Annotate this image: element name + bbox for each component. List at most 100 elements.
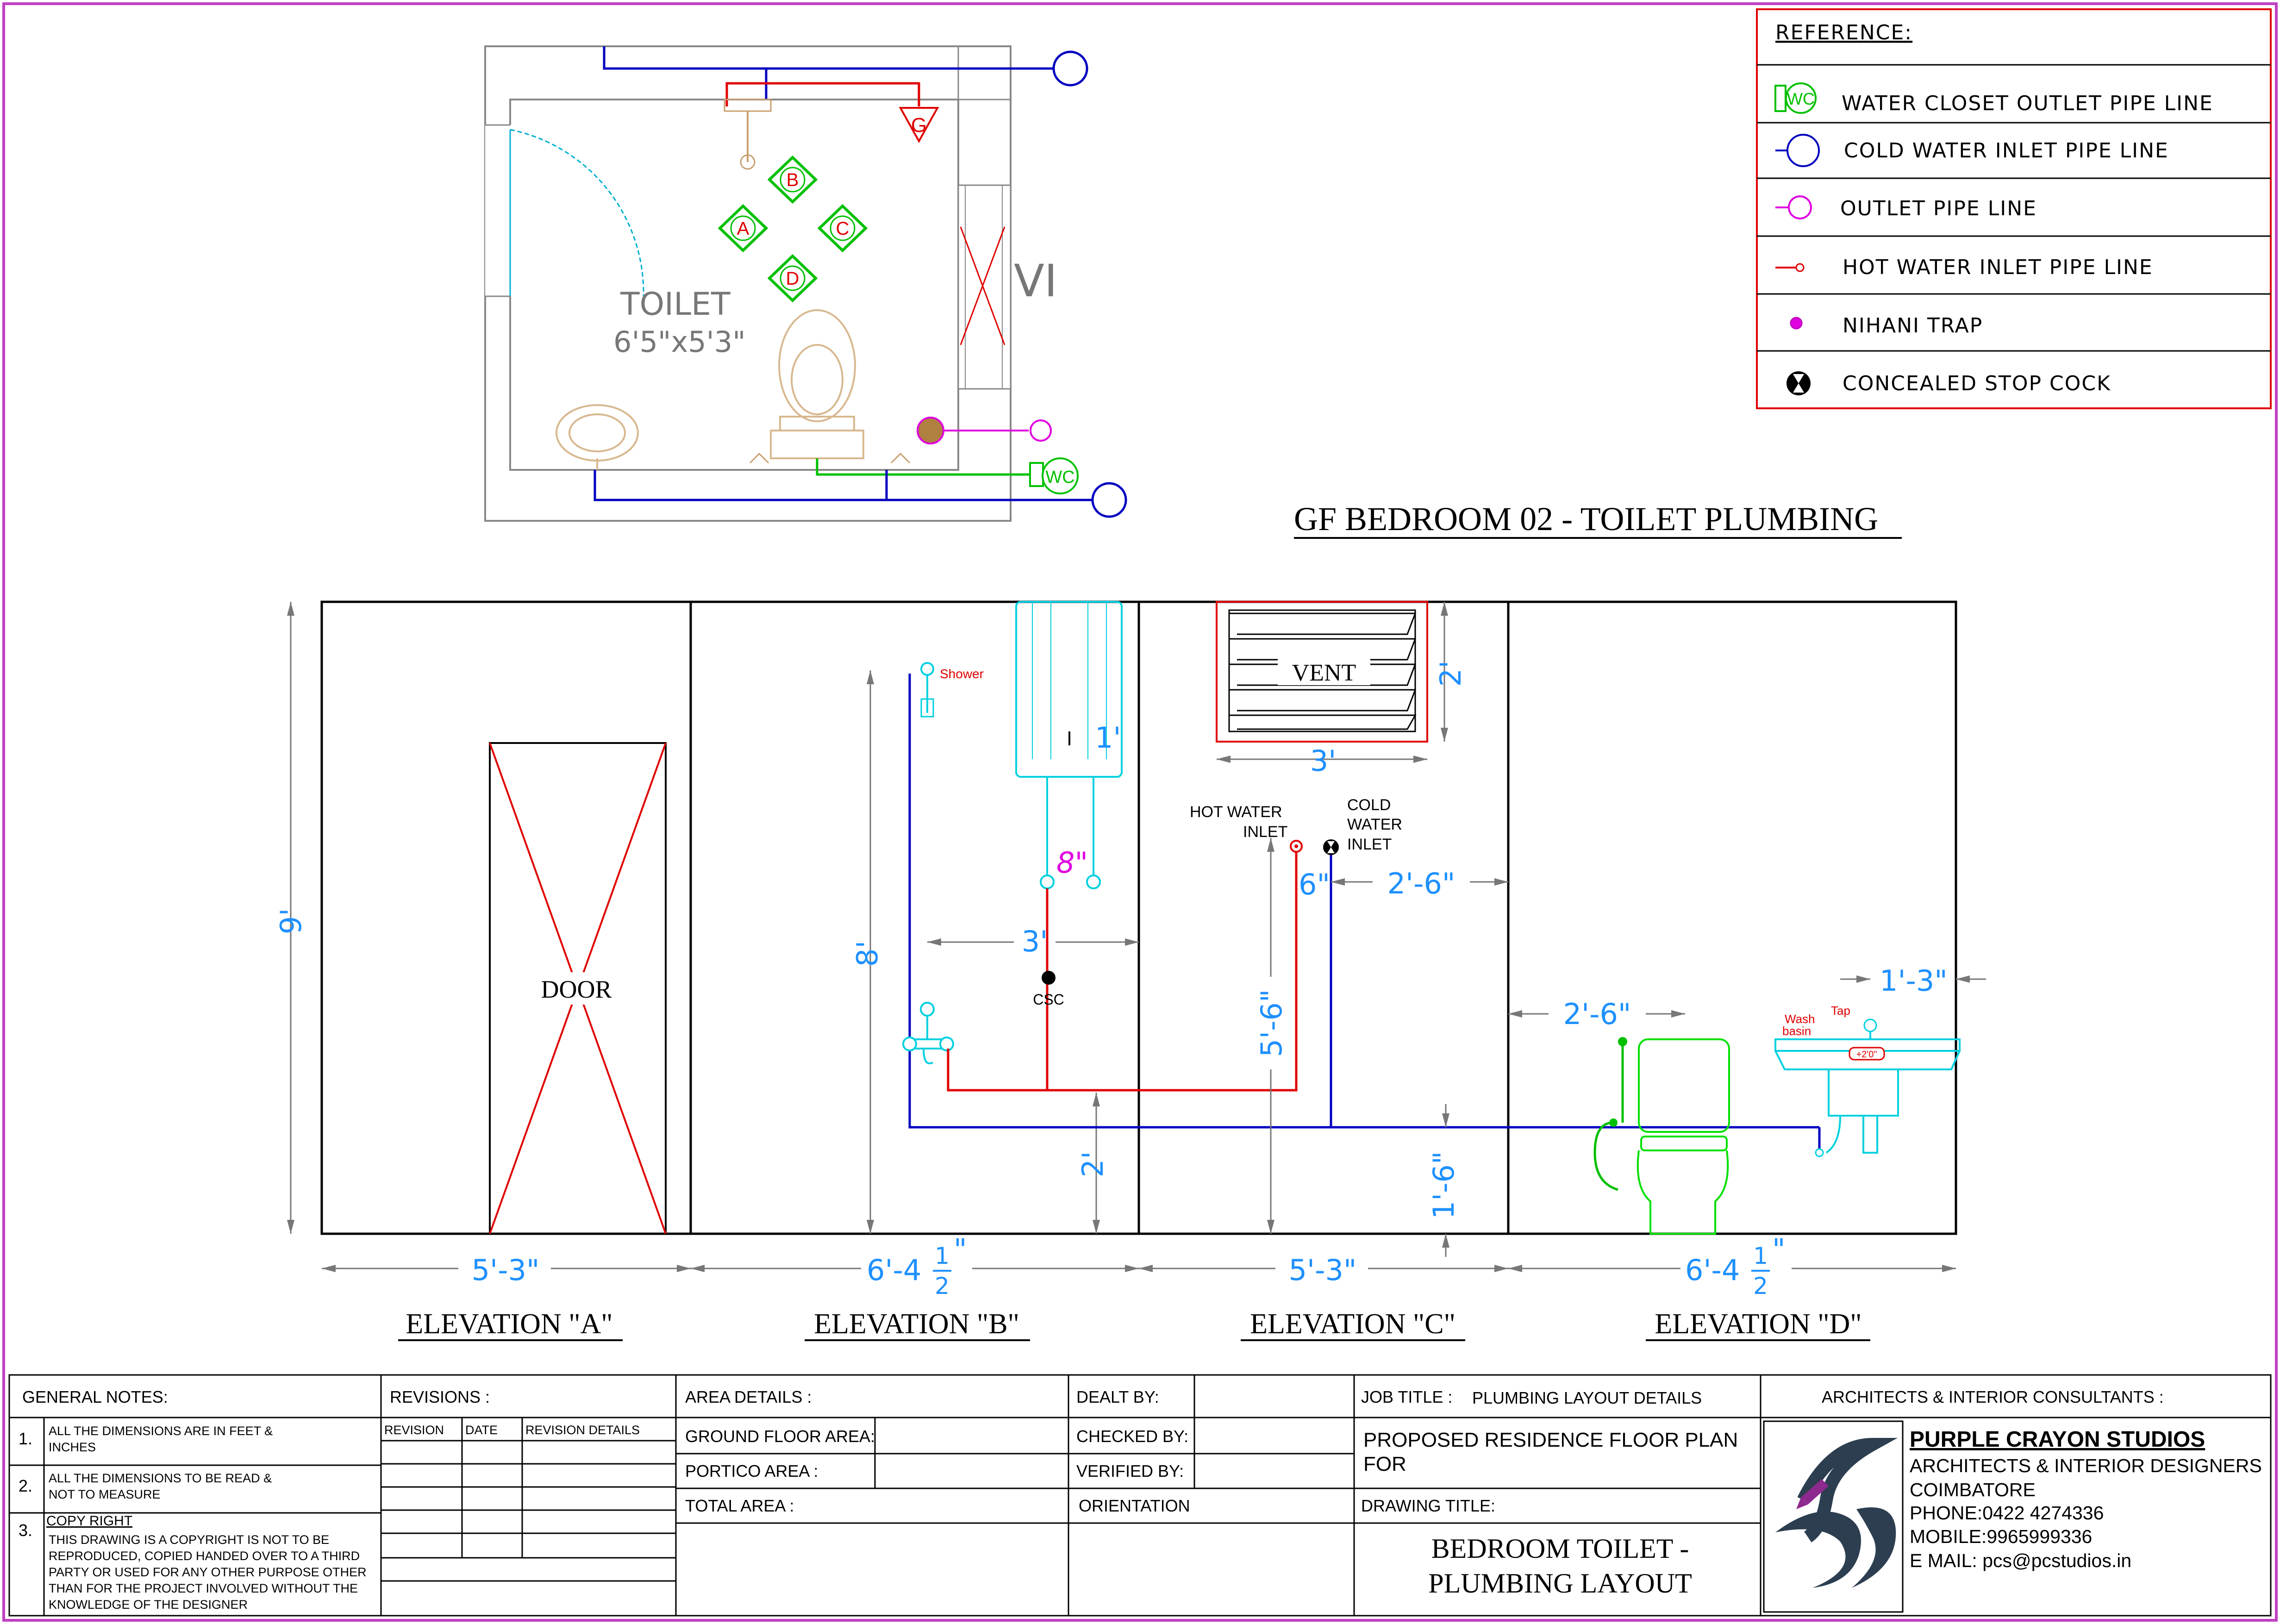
note-text: REPRODUCED, COPIED HANDED OVER TO A THIR… bbox=[49, 1549, 360, 1563]
elevation-height: 9' bbox=[274, 908, 308, 935]
elevation-d-frac-num: 1 bbox=[1753, 1243, 1768, 1269]
shower-label: Shower bbox=[940, 667, 984, 681]
cold-inlet-label-2: WATER bbox=[1347, 816, 1402, 833]
marker-b: B bbox=[767, 155, 818, 204]
total-area: TOTAL AREA : bbox=[685, 1496, 794, 1515]
legend-label: NIHANI TRAP bbox=[1843, 314, 1983, 337]
general-notes-heading: GENERAL NOTES: bbox=[22, 1387, 168, 1406]
vent-label: VENT bbox=[1292, 660, 1356, 686]
geyser-marker: G bbox=[911, 114, 927, 137]
note-number: 3. bbox=[19, 1521, 32, 1540]
wc-offset-dim: 2'-6" bbox=[1563, 997, 1631, 1031]
csc-label: CSC bbox=[1033, 991, 1064, 1008]
window-label: VI bbox=[1014, 255, 1057, 307]
cold-inlet-label: COLD bbox=[1347, 796, 1391, 814]
nihani-trap-icon bbox=[1790, 317, 1803, 330]
note-text: THAN FOR THE PROJECT INVOLVED WITHOUT TH… bbox=[49, 1581, 358, 1595]
tap-label: Tap bbox=[1831, 1004, 1850, 1018]
inlet-offset-dim: 2'-6" bbox=[1387, 867, 1455, 900]
legend-label: OUTLET PIPE LINE bbox=[1840, 197, 2037, 220]
cold-water-inlet-icon bbox=[1052, 50, 1088, 87]
note-text: THIS DRAWING IS A COPYRIGHT IS NOT TO BE bbox=[49, 1533, 329, 1547]
cold-water-inlet-icon bbox=[1091, 482, 1127, 518]
legend-label: WATER CLOSET OUTLET PIPE LINE bbox=[1842, 92, 2213, 115]
area-details: AREA DETAILS : bbox=[685, 1387, 812, 1406]
title-block bbox=[8, 1374, 2272, 1617]
ground-floor-area: GROUND FLOOR AREA: bbox=[685, 1427, 875, 1446]
portico-area: PORTICO AREA : bbox=[685, 1462, 818, 1480]
job-title: PLUMBING LAYOUT DETAILS bbox=[1472, 1388, 1702, 1407]
note-text: PARTY OR USED FOR ANY OTHER PURPOSE OTHE… bbox=[49, 1565, 367, 1579]
company-mobile: MOBILE:9965999336 bbox=[1910, 1526, 2092, 1547]
wash-label-2: basin bbox=[1782, 1024, 1811, 1038]
cold-water-inlet-icon bbox=[1787, 134, 1820, 167]
revision-details-col: REVISION DETAILS bbox=[525, 1423, 640, 1437]
reference-legend: REFERENCE: WC WATER CLOSET OUTLET PIPE L… bbox=[1756, 8, 2272, 409]
room-size: 6'5"x5'3" bbox=[613, 325, 746, 359]
plan-wash-basin bbox=[556, 404, 639, 470]
concealed-stop-cock-icon bbox=[1787, 371, 1811, 395]
svg-text:D: D bbox=[786, 269, 800, 289]
marker-d: D bbox=[767, 254, 818, 303]
orientation: ORIENTATION bbox=[1079, 1496, 1190, 1515]
pipe-gap-dim: 8" bbox=[1056, 846, 1088, 880]
elevation-b-frac-num: 1 bbox=[935, 1243, 949, 1269]
mixer-height-dim: 2' bbox=[1076, 1151, 1110, 1178]
company-email: E MAIL: pcs@pcstudios.in bbox=[1910, 1550, 2131, 1571]
elevations: 9' DOOR Shower 1' 8" 8' bbox=[274, 600, 1986, 1341]
legend-label: HOT WATER INLET PIPE LINE bbox=[1843, 256, 2153, 279]
marker-a: A bbox=[718, 204, 768, 253]
job-title-label: JOB TITLE : bbox=[1361, 1387, 1452, 1406]
note-number: 2. bbox=[19, 1476, 32, 1495]
hot-water-inlet-icon bbox=[1795, 263, 1805, 272]
door-label: DOOR bbox=[541, 975, 612, 1003]
verified-by: VERIFIED BY: bbox=[1076, 1462, 1184, 1480]
elevation-d-frac-tail: " bbox=[1772, 1232, 1786, 1266]
company-name: PURPLE CRAYON STUDIOS bbox=[1910, 1427, 2205, 1452]
elevation-c-title: ELEVATION "C" bbox=[1250, 1308, 1455, 1340]
drawing-title-line-1: BEDROOM TOILET - bbox=[1431, 1533, 1689, 1564]
elevation-a-width: 5'-3" bbox=[472, 1253, 540, 1287]
geyser-marker-icon bbox=[899, 107, 939, 144]
company-city: COIMBATORE bbox=[1910, 1479, 2036, 1500]
wc-outlet-icon bbox=[1785, 82, 1817, 114]
note-number: 1. bbox=[19, 1429, 32, 1448]
vent-width-dim: 3' bbox=[1310, 744, 1337, 778]
elevation-d-frac-den: 2 bbox=[1753, 1273, 1768, 1299]
svg-text:A: A bbox=[737, 219, 750, 239]
legend-label: COLD WATER INLET PIPE LINE bbox=[1844, 139, 2169, 162]
wc-label: WC bbox=[1045, 468, 1074, 487]
pipe-height-dim: 1'-6" bbox=[1427, 1151, 1461, 1219]
cold-inlet-label-3: INLET bbox=[1347, 836, 1392, 853]
note-heading: COPY RIGHT bbox=[46, 1513, 132, 1529]
checked-by: CHECKED BY: bbox=[1076, 1427, 1188, 1446]
note-text: NOT TO MEASURE bbox=[49, 1487, 161, 1501]
reference-title: REFERENCE: bbox=[1775, 21, 1912, 44]
project-name: PROPOSED RESIDENCE FLOOR PLAN bbox=[1363, 1429, 1738, 1451]
mixer-offset-dim: 3' bbox=[1022, 924, 1048, 958]
company-phone: PHONE:0422 4274336 bbox=[1910, 1502, 2104, 1524]
svg-text:C: C bbox=[836, 219, 850, 239]
elevation-d-width: 6'-4 bbox=[1685, 1253, 1740, 1287]
wash-basin-elevation bbox=[1774, 1038, 1961, 1154]
room-name: TOILET bbox=[620, 286, 731, 323]
note-text: ALL THE DIMENSIONS ARE IN FEET & bbox=[49, 1424, 273, 1438]
marker-c: C bbox=[817, 204, 868, 253]
elevation-b-frac-tail: " bbox=[954, 1232, 967, 1266]
concealed-stop-cock-icon bbox=[1323, 839, 1339, 855]
plan-wc-fixture bbox=[770, 309, 864, 459]
date-col: DATE bbox=[465, 1423, 498, 1437]
title-block-text: GENERAL NOTES: 1. ALL THE DIMENSIONS ARE… bbox=[19, 1387, 2262, 1612]
svg-text:WC: WC bbox=[1787, 89, 1815, 108]
basin-level: +2'0" bbox=[1856, 1049, 1877, 1060]
elevation-b-width: 6'-4 bbox=[867, 1253, 921, 1287]
elevation-a-title: ELEVATION "A" bbox=[406, 1308, 612, 1340]
company-subtitle: ARCHITECTS & INTERIOR DESIGNERS bbox=[1910, 1455, 2262, 1476]
revisions-heading: REVISIONS : bbox=[390, 1387, 490, 1406]
hot-inlet-label: HOT WATER bbox=[1190, 803, 1282, 821]
elevation-b-frac-den: 2 bbox=[935, 1273, 949, 1299]
hot-inlet-label-2: INLET bbox=[1243, 823, 1287, 841]
inlet-gap-dim: 6" bbox=[1299, 868, 1330, 901]
